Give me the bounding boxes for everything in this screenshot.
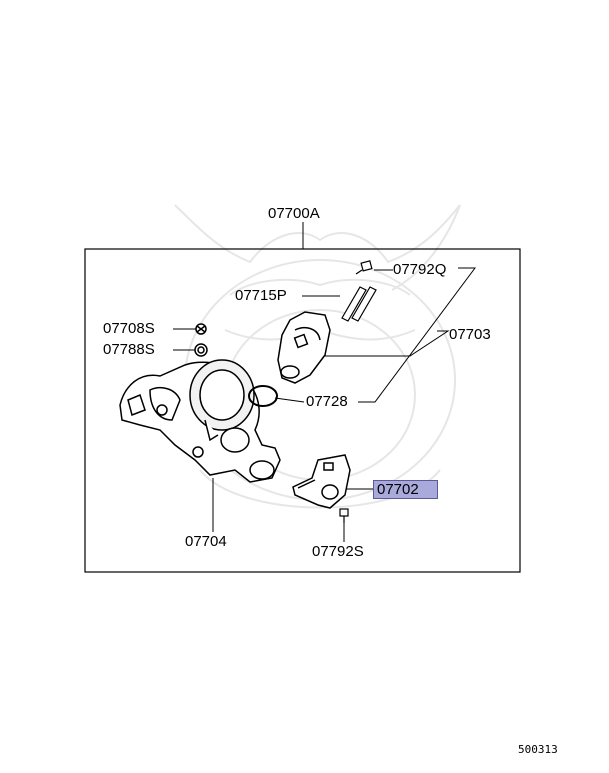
- screw-07792q-drawing: [355, 260, 373, 275]
- gasket-strip-drawing: [341, 286, 377, 322]
- throttle-body-drawing: [119, 359, 281, 483]
- iac-valve-drawing: [277, 311, 331, 384]
- part-label-highlighted[interactable]: 07702: [373, 480, 438, 499]
- o-ring-drawing: [248, 385, 278, 407]
- assembly-label: 07700A: [268, 205, 320, 222]
- screw-07792s-drawing: [339, 508, 349, 523]
- tps-sensor-drawing: [292, 454, 351, 509]
- part-label[interactable]: 07728: [306, 393, 348, 410]
- part-label[interactable]: 07708S: [103, 320, 155, 337]
- leader-lines: [173, 267, 476, 542]
- part-label[interactable]: 07703: [449, 326, 491, 343]
- part-label[interactable]: 07715P: [235, 287, 287, 304]
- part-label[interactable]: 07792S: [312, 543, 364, 560]
- diagram-code: 500313: [518, 743, 558, 756]
- part-label[interactable]: 07704: [185, 533, 227, 550]
- part-label[interactable]: 07788S: [103, 341, 155, 358]
- small-fittings-drawing: [194, 323, 208, 357]
- part-label[interactable]: 07792Q: [393, 261, 447, 278]
- assembly-frame: [84, 222, 521, 573]
